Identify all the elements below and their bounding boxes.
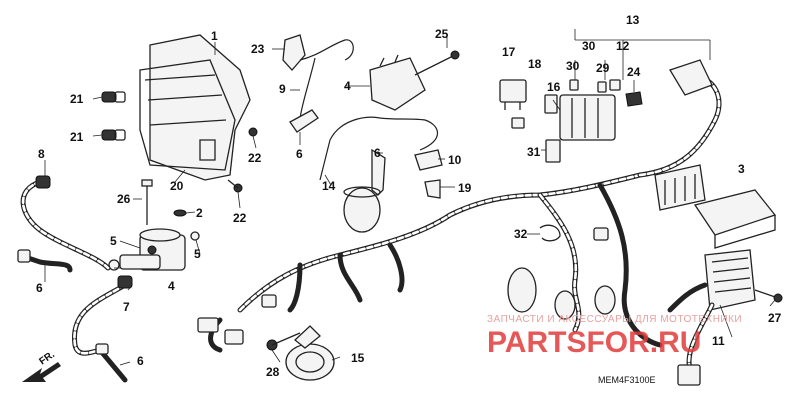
bolt-22-upper (248, 127, 258, 137)
grommet-21-upper (101, 91, 126, 103)
callout-13: 13 (626, 13, 640, 27)
connector-12 (609, 79, 621, 91)
callout-22-upper: 22 (248, 151, 262, 165)
callout-1: 1 (211, 29, 218, 43)
leader-lines (44, 29, 776, 366)
watermark-logo: PARTSFOR.RU (487, 326, 701, 359)
diagram-code: MEM4F3100E (598, 375, 656, 385)
bolt-22-lower (227, 179, 243, 193)
horn-15 (285, 325, 335, 381)
switch-10 (414, 149, 443, 171)
callout-11: 11 (712, 334, 725, 348)
fuse-29 (597, 81, 607, 93)
relay-assembly-4 (369, 54, 426, 111)
nut-5-left (108, 259, 120, 271)
callout-20: 20 (170, 179, 184, 193)
bolt-25 (414, 50, 460, 76)
plug-cap-6-bottom (95, 343, 128, 383)
callout-12: 12 (616, 39, 630, 53)
callout-3: 3 (738, 162, 745, 176)
callout-21-upper: 21 (70, 92, 84, 106)
ecu-bracket (139, 34, 251, 181)
cylinder-connector-lower (507, 267, 616, 320)
fuse-30 (569, 79, 579, 91)
small-connector-group (511, 117, 609, 241)
callout-31: 31 (527, 145, 541, 159)
ht-lead-7 (72, 275, 133, 356)
callout-18: 18 (528, 57, 542, 71)
clamp-23 (282, 34, 306, 71)
ignition-coil (119, 228, 186, 271)
callout-27: 27 (768, 311, 782, 325)
callout-22-lower: 22 (233, 211, 247, 225)
callout-29: 29 (596, 61, 610, 75)
callout-6-bottom: 6 (137, 354, 144, 368)
callout-21-lower: 21 (70, 130, 84, 144)
callout-2: 2 (196, 206, 203, 220)
callout-25: 25 (435, 27, 449, 41)
clip-24 (625, 91, 643, 107)
callout-6-mid: 6 (296, 147, 303, 161)
main-wire-harness (208, 75, 722, 353)
callout-6-upper: 6 (374, 146, 381, 160)
callout-28: 28 (266, 365, 280, 379)
callout-17: 17 (502, 45, 516, 59)
callout-30-upper: 30 (582, 39, 596, 53)
callout-16: 16 (547, 80, 561, 94)
front-arrow-icon (22, 362, 61, 382)
fuse-31 (545, 139, 561, 163)
sub-harness-14 (319, 116, 439, 181)
callout-5-right: 5 (194, 247, 201, 261)
regulator-plug (677, 364, 701, 386)
bolt-28 (266, 332, 301, 351)
clip-19 (424, 179, 441, 199)
washer-2 (173, 209, 187, 217)
ecu-3-block (693, 189, 777, 249)
callout-19: 19 (458, 181, 472, 195)
harness-grommet-cylinder (343, 186, 381, 233)
clip-32 (539, 224, 561, 242)
callout-30-lower: 30 (566, 59, 580, 73)
callout-32: 32 (514, 227, 528, 241)
callout-5-left: 5 (110, 234, 117, 248)
callout-8: 8 (38, 147, 45, 161)
bolt-26 (141, 179, 153, 225)
callout-numbers: 1 2 3 4 4 5 5 6 6 6 6 7 8 9 10 11 12 13 … (36, 13, 782, 379)
callout-7: 7 (123, 300, 130, 314)
callout-15: 15 (351, 351, 365, 365)
connector-13 (669, 59, 713, 96)
fuse-box-16 (559, 94, 616, 141)
watermark-caption: ЗАПЧАСТИ И АКСЕССУАРЫ ДЛЯ МОТОТЕХНИКИ (487, 314, 742, 325)
callout-24: 24 (627, 65, 641, 79)
connector-6-mid (289, 109, 319, 133)
fuse-18 (544, 94, 558, 114)
callout-23: 23 (251, 42, 265, 56)
callout-4-upper: 4 (344, 79, 351, 93)
callout-6-left: 6 (36, 281, 43, 295)
callout-10: 10 (448, 153, 462, 167)
grommet-21-lower (101, 129, 126, 141)
bolt-27 (754, 289, 783, 303)
callout-9: 9 (279, 82, 286, 96)
nut-5-right (190, 231, 200, 241)
multi-connector-3 (654, 164, 706, 211)
callout-26: 26 (117, 192, 131, 206)
relay-17 (499, 79, 527, 110)
callout-14: 14 (322, 179, 336, 193)
ht-lead-8 (20, 175, 111, 271)
callout-4-lower: 4 (168, 279, 175, 293)
harness-connector-cluster-left (197, 294, 277, 345)
regulator-11 (704, 249, 756, 311)
plug-cap-6-left (17, 249, 73, 273)
